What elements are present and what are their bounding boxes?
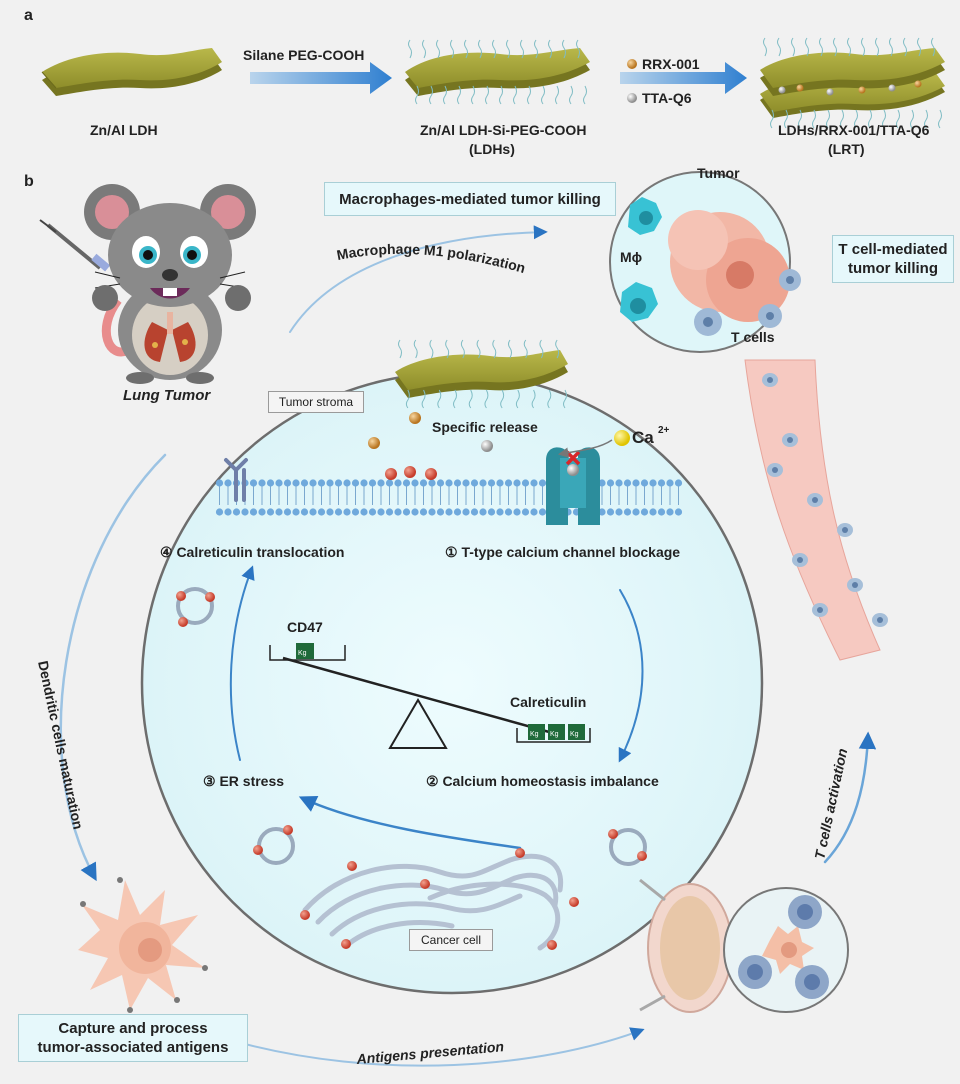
- step1-label: Zn/Al LDH: [90, 122, 158, 138]
- outer-cycle: [59, 225, 877, 1067]
- ldh-sheet-1: [41, 48, 222, 96]
- inset-tumor-label: Tumor: [697, 165, 740, 181]
- panel-b-label: b: [24, 173, 34, 190]
- weight-icon: [548, 724, 565, 740]
- lymph-node-inset: [639, 878, 849, 1013]
- weight-icon: [528, 724, 545, 740]
- box-capture-line2: tumor-associated antigens: [37, 1039, 229, 1056]
- box-capture-line1: Capture and process: [58, 1020, 208, 1037]
- step2-sub: (LDHs): [469, 141, 515, 157]
- weight-label: Kg: [298, 650, 307, 657]
- mouse-caption: Lung Tumor: [123, 387, 211, 404]
- step1-label-b: ① T-type calcium channel blockage: [445, 544, 680, 560]
- tumor-inset: [609, 171, 888, 661]
- cancer-cell-tag: Cancer cell: [409, 929, 493, 951]
- step4-label-b: ④ Calreticulin translocation: [160, 544, 344, 560]
- specific-release-label: Specific release: [432, 419, 538, 435]
- cd47-label: CD47: [287, 619, 323, 635]
- box-macrophage-killing: Macrophages-mediated tumor killing: [324, 182, 616, 216]
- seesaw: [269, 643, 591, 749]
- arrow1-label: Silane PEG-COOH: [243, 47, 364, 63]
- box-capture-antigens: Capture and process tumor-associated ant…: [18, 1014, 248, 1062]
- weight-icon: [296, 643, 314, 659]
- panel-a: a Zn/Al LDH Silane PEG-COOH Zn/Al LDH-Si…: [24, 7, 945, 157]
- arrow-2: [620, 62, 747, 94]
- step3-sub: (LRT): [828, 141, 865, 157]
- box-tcell-killing-line1: T cell-mediated: [838, 241, 948, 258]
- dc-maturation-label: Dendritic cells maturation: [35, 659, 86, 831]
- dendritic-cell: [78, 877, 208, 1013]
- inset-tcells-label: T cells: [731, 329, 775, 345]
- calcium-charge-label: 2+: [658, 425, 670, 436]
- ldh-sheet-2: [405, 39, 590, 105]
- tumor-stroma-tag: Tumor stroma: [268, 391, 364, 413]
- step3-label-b: ③ ER stress: [203, 773, 284, 789]
- endoplasmic-reticulum: [302, 853, 564, 951]
- tta-drug-icon: [627, 93, 637, 103]
- step2-label: Zn/Al LDH-Si-PEG-COOH: [420, 122, 586, 138]
- mouse-illustration: [39, 184, 256, 384]
- weight-label: Kg: [550, 731, 559, 738]
- box-tcell-killing-line2: tumor killing: [848, 260, 938, 277]
- rrx-drug-icon: [627, 59, 637, 69]
- tcells-activation-label: T cells activation: [811, 747, 850, 861]
- weight-label: Kg: [570, 731, 579, 738]
- cancer-cell: Kg Kg Kg Kg: [140, 339, 764, 995]
- arrow-1: [250, 62, 392, 94]
- arrow2-item1: RRX-001: [642, 56, 700, 72]
- step3-label: LDHs/RRX-001/TTA-Q6: [778, 122, 930, 138]
- panel-a-label: a: [24, 7, 33, 24]
- calreticulin-label: Calreticulin: [510, 694, 586, 710]
- m1-polarization-label: Macrophage M1 polarization: [335, 241, 527, 276]
- step2-label-b: ② Calcium homeostasis imbalance: [426, 773, 659, 789]
- ldh-sheet-3: [760, 37, 945, 129]
- calcium-channel-icon: [546, 447, 600, 525]
- weight-icon: [568, 724, 585, 740]
- arrow2-item2: TTA-Q6: [642, 90, 692, 106]
- box-tcell-killing: T cell-mediated tumor killing: [832, 235, 954, 283]
- weight-label: Kg: [530, 731, 539, 738]
- cd47-receptor-icon: [224, 458, 248, 502]
- calcium-ion-label: Ca: [632, 428, 654, 447]
- inset-macrophage-label: Mϕ: [620, 249, 642, 265]
